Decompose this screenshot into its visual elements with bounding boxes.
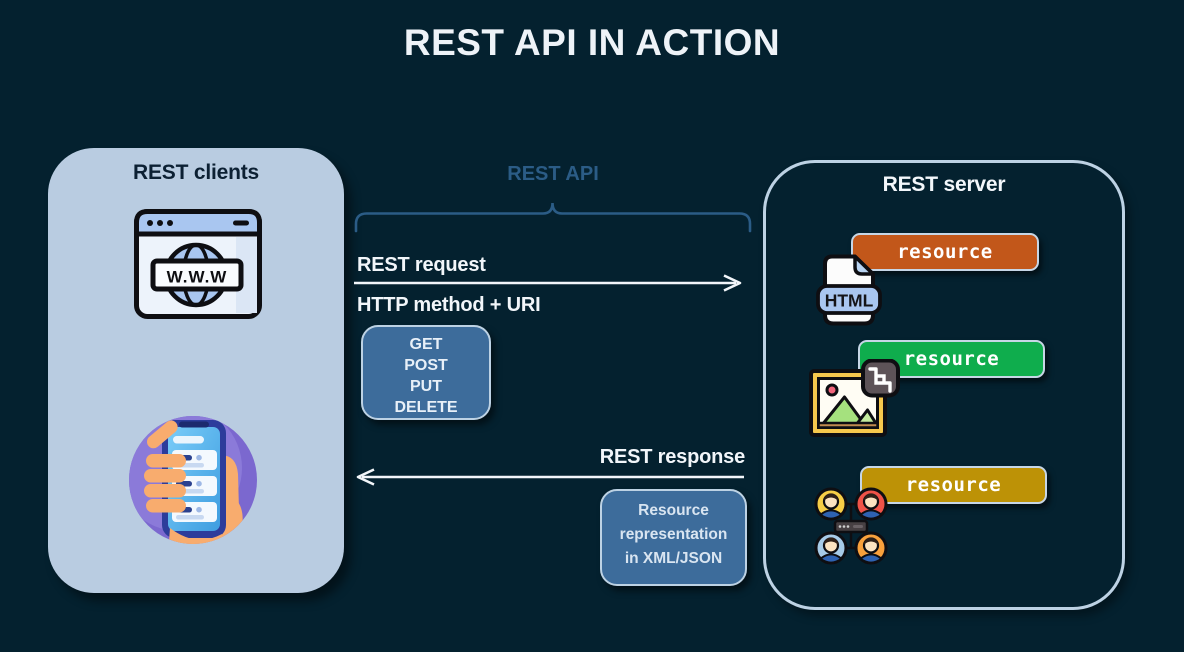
method-put: PUT (410, 378, 442, 395)
browser-www-icon: W.W.W (134, 209, 262, 319)
method-post: POST (404, 357, 448, 374)
resource-label: resource (897, 241, 993, 263)
resource-badge-html: resource (851, 233, 1039, 271)
rest-server-panel: REST server resource resource resource H… (763, 160, 1125, 610)
www-label: W.W.W (167, 268, 228, 287)
rest-server-title: REST server (882, 173, 1006, 196)
resource-badge-users: resource (860, 466, 1047, 504)
user-network-icon (814, 487, 888, 565)
rest-request-label: REST request (357, 254, 486, 276)
rest-response-label: REST response (599, 446, 745, 468)
http-method-uri-label: HTTP method + URI (357, 294, 541, 316)
response-box-line: representation (619, 526, 728, 543)
rest-clients-panel: REST clients W.W.W (48, 148, 344, 593)
resource-label: resource (903, 348, 1000, 370)
html-file-icon: HTML (816, 254, 882, 326)
method-get: GET (409, 336, 443, 353)
page-title: REST API IN ACTION (403, 22, 781, 63)
response-representation-box: Resource representation in XML/JSON (600, 489, 747, 586)
rest-api-label: REST API (507, 163, 599, 185)
html-label: HTML (825, 291, 874, 311)
response-box-line: in XML/JSON (624, 550, 723, 567)
response-arrow (356, 468, 744, 486)
response-box-line: Resource (638, 502, 709, 519)
rest-clients-title: REST clients (133, 161, 259, 184)
phone-in-hand-icon (129, 416, 257, 544)
api-bracket (354, 202, 752, 233)
method-delete: DELETE (394, 399, 458, 416)
http-methods-box: GET POST PUT DELETE (361, 325, 491, 420)
resource-label: resource (905, 474, 1002, 496)
request-arrow (354, 274, 742, 292)
image-crop-icon (809, 359, 900, 437)
